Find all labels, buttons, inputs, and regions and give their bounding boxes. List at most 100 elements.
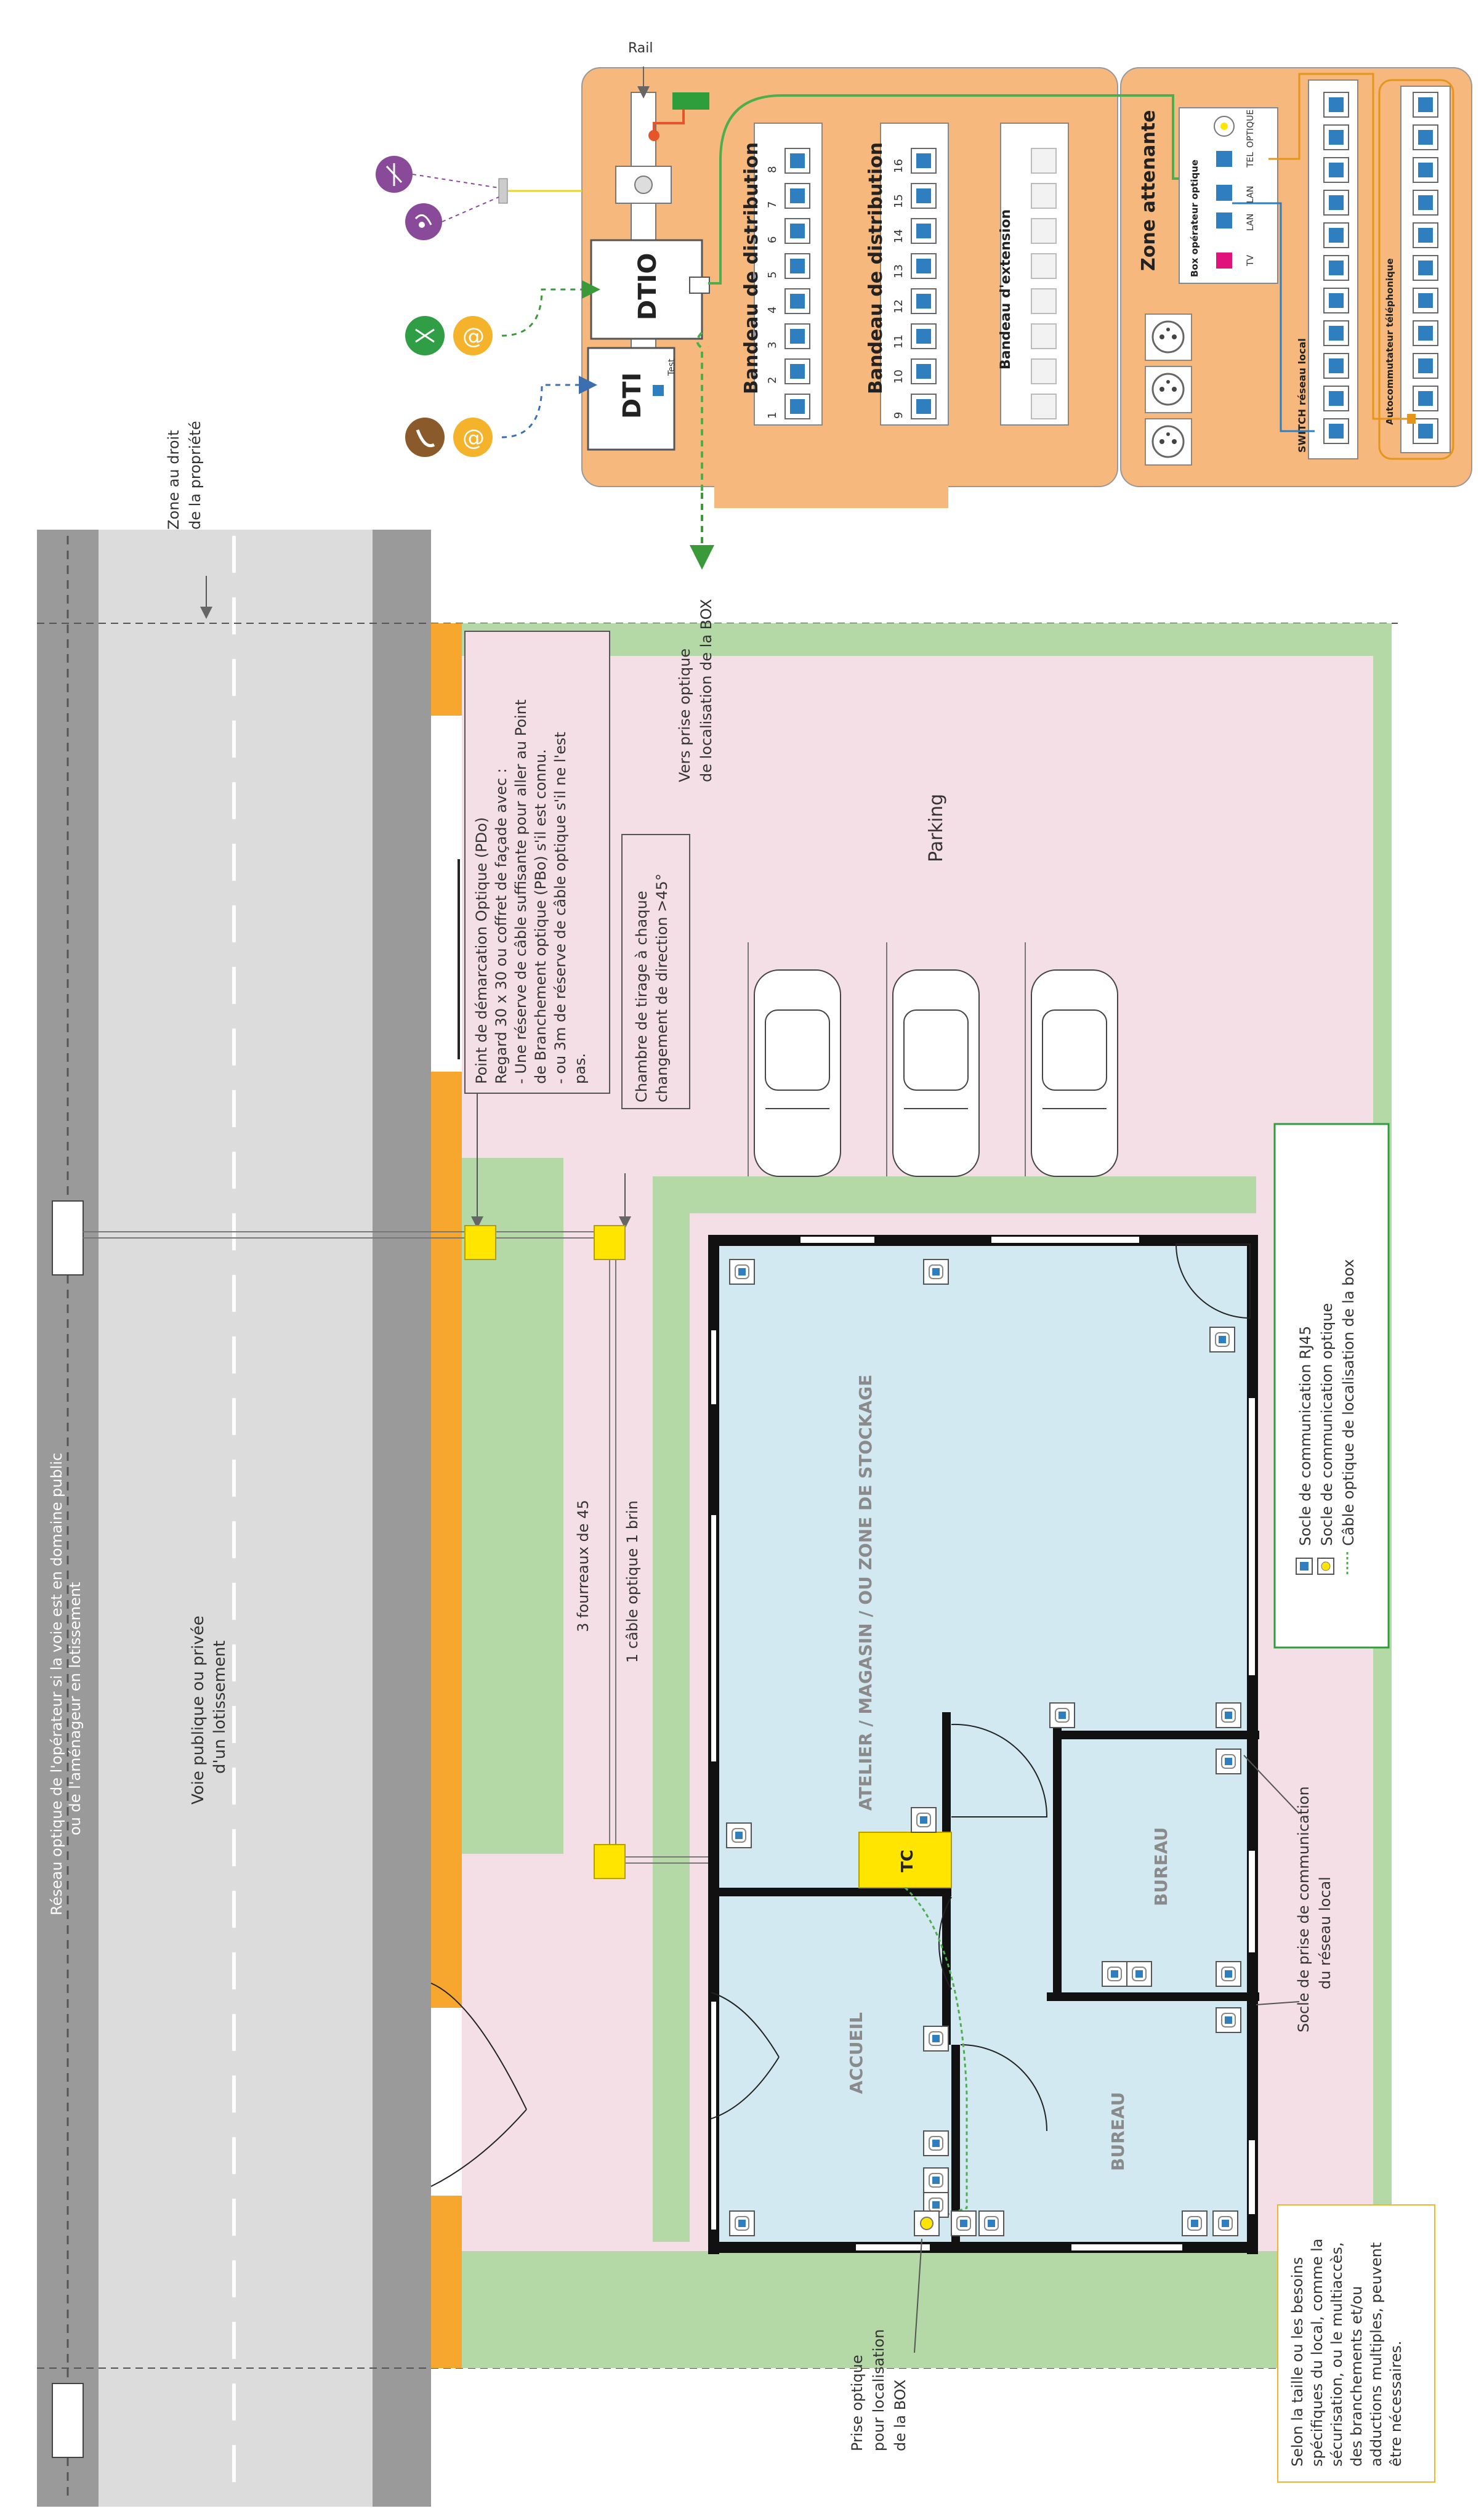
autocom-port <box>1413 418 1438 444</box>
parking-cars <box>748 942 1118 1177</box>
phone-internet-icon: @ <box>405 418 493 457</box>
empty-port <box>1031 183 1057 209</box>
rj45-socle <box>923 2026 949 2052</box>
power-sockets <box>1145 313 1192 466</box>
box-tv-label: TV <box>1246 254 1256 267</box>
port-number: 9 <box>892 412 905 419</box>
corner-chamber-top <box>594 1225 626 1260</box>
dti-test-port <box>653 385 664 396</box>
box-lan2-label: LAN <box>1246 186 1256 203</box>
tc-label: TC <box>898 1850 917 1872</box>
autocom-port <box>1413 190 1438 216</box>
green-connector <box>672 92 709 110</box>
legend-rj45-label: Socle de communication RJ45 <box>1297 1326 1314 1546</box>
dash-dti <box>501 376 597 439</box>
prise-label-3: de la BOX <box>892 2380 909 2451</box>
bandeau-extension-ports <box>1031 148 1057 419</box>
svg-text:@: @ <box>462 324 485 349</box>
pdo-box <box>464 631 610 1094</box>
antenna-icon <box>498 178 582 204</box>
wall-accueil-top <box>708 1888 951 1896</box>
rj45-port <box>784 218 810 244</box>
port-number: 5 <box>766 272 779 278</box>
bureau-1-label: BUREAU <box>1151 1827 1171 1906</box>
rj45-socle <box>1182 2210 1208 2236</box>
pdo-text-3: - Une réserve de câble suffisante pour a… <box>512 700 530 1084</box>
rj45-socle <box>729 2210 755 2236</box>
port-number: 15 <box>892 194 905 208</box>
legend-rj45-icon <box>1296 1558 1313 1575</box>
rj45-socle <box>1049 1702 1075 1728</box>
autocom-port <box>1413 157 1438 183</box>
pdo-text-2: Regard 30 x 30 ou coffret de façade avec… <box>493 768 510 1084</box>
note-line-2: spécifiques du local, comme la <box>1309 2239 1326 2467</box>
cable-brin-label: 1 câble optique 1 brin <box>624 1500 641 1663</box>
switch-port <box>1323 222 1349 248</box>
autocommutateur-label: Autocommutateur téléphonique <box>1384 258 1395 425</box>
rj45-port <box>911 218 937 244</box>
orange-cable <box>1268 73 1410 420</box>
building-floor <box>711 1244 1256 2251</box>
parking-label: Parking <box>925 794 947 862</box>
rj45-port <box>911 394 937 419</box>
rj45-port <box>784 323 810 349</box>
rail-knob <box>634 176 653 194</box>
note-line-4: des branchements et/ou <box>1348 2286 1365 2467</box>
car <box>748 942 841 1177</box>
rj45-port <box>911 148 937 174</box>
rj45-socle <box>1216 2007 1241 2033</box>
port-number: 4 <box>766 307 779 313</box>
port-number: 1 <box>766 412 779 419</box>
green-strip-right <box>653 1176 690 2242</box>
box-tel-label: TEL <box>1246 152 1256 168</box>
rj45-port <box>784 358 810 384</box>
rj45-port <box>784 183 810 209</box>
switch-port <box>1323 255 1349 281</box>
rj45-port <box>911 253 937 279</box>
empty-port <box>1031 323 1057 349</box>
dash-tv <box>412 174 499 188</box>
dtio-label: DTIO <box>634 253 662 320</box>
road-marker-top <box>52 1200 84 1276</box>
rj45-port <box>911 183 937 209</box>
empty-port <box>1031 148 1057 174</box>
port-number: 12 <box>892 299 905 313</box>
switch-port <box>1323 320 1349 346</box>
port-number: 3 <box>766 342 779 349</box>
port-number: 2 <box>766 377 779 384</box>
rj45-port <box>784 148 810 174</box>
voie-label-2: d'un lotissement <box>211 1640 229 1774</box>
conduit-vertical <box>609 1238 616 1854</box>
vers-prise-label-2: de localisation de la BOX <box>698 599 715 782</box>
rj45-socle <box>1102 1961 1127 1987</box>
prise-label-2: pour localisation <box>870 2329 887 2451</box>
box-lan2-port <box>1216 185 1232 201</box>
wall-bureau-top <box>1053 1718 1062 1995</box>
sidewalk-top <box>431 623 462 716</box>
rj45-socle <box>951 2210 977 2236</box>
green-strip-vertical <box>653 1176 1256 1213</box>
bandeau-1-title: Bandeau de distribution <box>741 142 762 394</box>
box-lan1-port <box>1216 212 1232 228</box>
switch-port <box>1323 386 1349 411</box>
pdo-chamber <box>464 1225 496 1260</box>
bandeau-extension-title: Bandeau d'extension <box>998 209 1014 370</box>
rj45-port <box>911 323 937 349</box>
port-number: 11 <box>892 334 905 349</box>
empty-port <box>1031 288 1057 314</box>
tv-fibre-icon <box>376 156 413 193</box>
rj45-socle <box>911 1807 937 1833</box>
autocom-port <box>1413 320 1438 346</box>
port-number: 13 <box>892 264 905 278</box>
socle-outlets <box>726 1259 1241 2236</box>
road-edge-right <box>373 530 431 2507</box>
rj45-socle <box>1216 1702 1241 1728</box>
switch-ports <box>1323 92 1349 444</box>
optique-socle <box>914 2210 940 2236</box>
switch-port <box>1323 418 1349 444</box>
empty-port <box>1031 218 1057 244</box>
autocom-port <box>1413 353 1438 379</box>
legend-optique-icon <box>1317 1558 1334 1575</box>
